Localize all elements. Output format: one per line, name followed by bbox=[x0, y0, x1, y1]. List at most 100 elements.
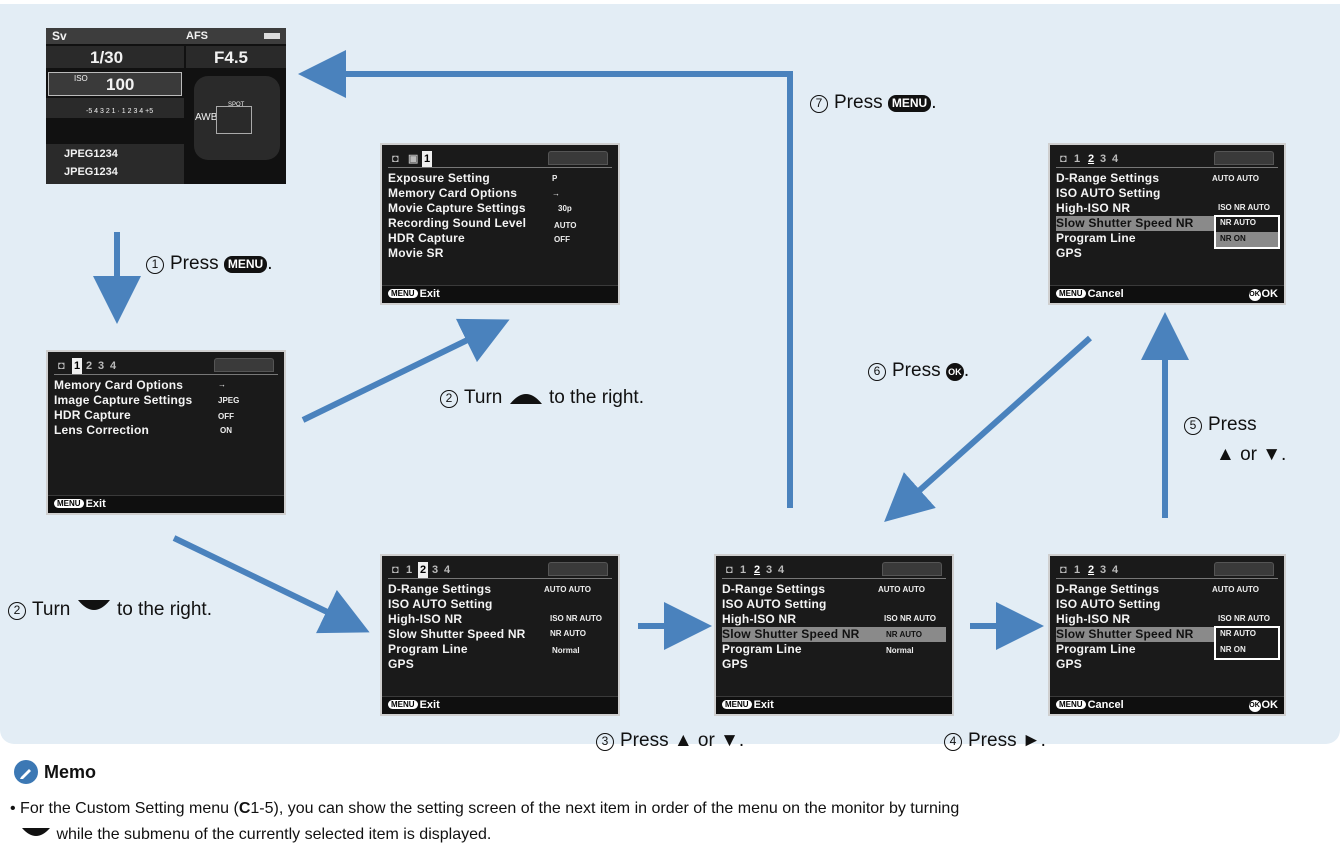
menu-item[interactable]: Movie SR bbox=[388, 246, 444, 260]
cancel-label[interactable]: Cancel bbox=[1087, 288, 1124, 300]
menu-item[interactable]: ISO AUTO Setting bbox=[722, 597, 827, 611]
tab-4[interactable]: 4 bbox=[1112, 153, 1119, 165]
menu-value: Normal bbox=[886, 646, 914, 655]
menu-item[interactable]: Program Line bbox=[1056, 642, 1136, 656]
exit-label[interactable]: Exit bbox=[419, 288, 440, 300]
tab-4[interactable]: 4 bbox=[1112, 564, 1119, 576]
tab-4[interactable]: 4 bbox=[110, 360, 117, 372]
menu-button-icon: MENU bbox=[223, 256, 268, 273]
menu-item-selected[interactable]: Slow Shutter Speed NR bbox=[1056, 216, 1214, 231]
menu-item[interactable]: High-ISO NR bbox=[722, 612, 797, 626]
tab-1[interactable]: 1 bbox=[1074, 153, 1081, 165]
tab-2[interactable]: 2 bbox=[754, 564, 761, 576]
menu-item[interactable]: Recording Sound Level bbox=[388, 216, 527, 230]
step5-caption-line2: ▲ or ▼. bbox=[1216, 444, 1287, 465]
submenu-option[interactable]: NR ON bbox=[1220, 645, 1246, 654]
tab-2[interactable]: 2 bbox=[418, 562, 429, 578]
menu-value: → bbox=[218, 380, 226, 389]
tab-1[interactable]: 1 bbox=[72, 358, 83, 374]
camera-tab-icon: ◘ bbox=[58, 360, 65, 372]
menu-item[interactable]: Image Capture Settings bbox=[54, 393, 193, 407]
menu-screen-c: ◘ 1 2 3 4 D-Range Settings ISO AUTO Sett… bbox=[380, 554, 620, 716]
submenu-option-highlight bbox=[1216, 232, 1278, 247]
menu-button-icon: MENU bbox=[1056, 289, 1086, 298]
submenu-option[interactable]: NR AUTO bbox=[1220, 629, 1256, 638]
memo-pencil-icon bbox=[14, 760, 38, 784]
submenu-box[interactable] bbox=[1214, 215, 1280, 249]
lv-center-box bbox=[216, 106, 252, 134]
menu-item[interactable]: Lens Correction bbox=[54, 423, 150, 437]
tab-3[interactable]: 3 bbox=[432, 564, 439, 576]
lv-file1: JPEG1234 bbox=[64, 148, 118, 160]
other-tabs bbox=[548, 151, 608, 165]
tab-4[interactable]: 4 bbox=[444, 564, 451, 576]
lv-topbar bbox=[46, 28, 286, 44]
menu-value: ISO NR AUTO bbox=[884, 614, 937, 623]
menu-item[interactable]: GPS bbox=[722, 657, 748, 671]
menu-item[interactable]: Program Line bbox=[388, 642, 468, 656]
menu-screen-a: ◘ 1 2 3 4 Memory Card Options Image Capt… bbox=[46, 350, 286, 515]
submenu-option[interactable]: NR AUTO bbox=[1220, 218, 1256, 227]
menu-item[interactable]: High-ISO NR bbox=[1056, 612, 1131, 626]
menu-item[interactable]: GPS bbox=[1056, 246, 1082, 260]
menu-item-selected[interactable]: Slow Shutter Speed NR bbox=[1056, 627, 1214, 642]
exit-label[interactable]: Exit bbox=[419, 699, 440, 711]
step-number: 3 bbox=[596, 733, 614, 751]
tab-1[interactable]: 1 bbox=[422, 151, 433, 167]
tab-2[interactable]: 2 bbox=[86, 360, 93, 372]
menu-item[interactable]: D-Range Settings bbox=[1056, 582, 1160, 596]
ok-label[interactable]: OK bbox=[1261, 699, 1279, 711]
tab-1[interactable]: 1 bbox=[406, 564, 413, 576]
menu-value: OFF bbox=[218, 412, 234, 421]
submenu-box[interactable] bbox=[1214, 626, 1280, 660]
menu-item[interactable]: ISO AUTO Setting bbox=[1056, 597, 1161, 611]
ok-button-icon: OK bbox=[1248, 700, 1261, 712]
menu-item[interactable]: ISO AUTO Setting bbox=[388, 597, 493, 611]
menu-item-selected[interactable]: Slow Shutter Speed NR bbox=[722, 627, 946, 642]
menu-item[interactable]: D-Range Settings bbox=[722, 582, 826, 596]
menu-item[interactable]: D-Range Settings bbox=[1056, 171, 1160, 185]
menu-item[interactable]: ISO AUTO Setting bbox=[1056, 186, 1161, 200]
tab-3[interactable]: 3 bbox=[1100, 153, 1107, 165]
tab-3[interactable]: 3 bbox=[766, 564, 773, 576]
menu-item[interactable]: Movie Capture Settings bbox=[388, 201, 526, 215]
menu-item[interactable]: Program Line bbox=[1056, 231, 1136, 245]
exit-label[interactable]: Exit bbox=[85, 498, 106, 510]
menu-item[interactable]: D-Range Settings bbox=[388, 582, 492, 596]
menu-button-icon: MENU bbox=[1056, 700, 1086, 709]
menu-screen-b: ◘ ▣ 1 Exposure Setting Memory Card Optio… bbox=[380, 143, 620, 305]
tab-1[interactable]: 1 bbox=[1074, 564, 1081, 576]
tab-bar: ◘ 1 2 3 4 bbox=[54, 358, 278, 376]
menu-value: ON bbox=[220, 426, 232, 435]
menu-item[interactable]: GPS bbox=[1056, 657, 1082, 671]
cancel-label[interactable]: Cancel bbox=[1087, 699, 1124, 711]
tab-2[interactable]: 2 bbox=[1088, 153, 1095, 165]
menu-item[interactable]: Exposure Setting bbox=[388, 171, 490, 185]
menu-item[interactable]: High-ISO NR bbox=[1056, 201, 1131, 215]
tab-3[interactable]: 3 bbox=[98, 360, 105, 372]
lv-mode: Sv bbox=[52, 29, 67, 43]
menu-item[interactable]: HDR Capture bbox=[54, 408, 131, 422]
step-number: 7 bbox=[810, 95, 828, 113]
menu-item[interactable]: Slow Shutter Speed NR bbox=[388, 627, 526, 641]
tab-2[interactable]: 2 bbox=[1088, 564, 1095, 576]
tab-3[interactable]: 3 bbox=[1100, 564, 1107, 576]
submenu-option-selected[interactable]: NR ON bbox=[1220, 234, 1246, 243]
menu-item[interactable]: GPS bbox=[388, 657, 414, 671]
tab-4[interactable]: 4 bbox=[778, 564, 785, 576]
menu-item[interactable]: Memory Card Options bbox=[54, 378, 184, 392]
ok-label[interactable]: OK bbox=[1261, 288, 1279, 300]
lv-iso-label: ISO bbox=[74, 74, 88, 83]
menu-value: 30p bbox=[558, 204, 572, 213]
exit-label[interactable]: Exit bbox=[753, 699, 774, 711]
menu-item[interactable]: HDR Capture bbox=[388, 231, 465, 245]
menu-item[interactable]: Memory Card Options bbox=[388, 186, 518, 200]
menu-button-icon: MENU bbox=[54, 499, 84, 508]
menu-value: P bbox=[552, 174, 558, 183]
tab-1[interactable]: 1 bbox=[740, 564, 747, 576]
menu-item[interactable]: High-ISO NR bbox=[388, 612, 463, 626]
menu-item[interactable]: Program Line bbox=[722, 642, 802, 656]
memo-line2: while the submenu of the currently selec… bbox=[10, 822, 1330, 848]
